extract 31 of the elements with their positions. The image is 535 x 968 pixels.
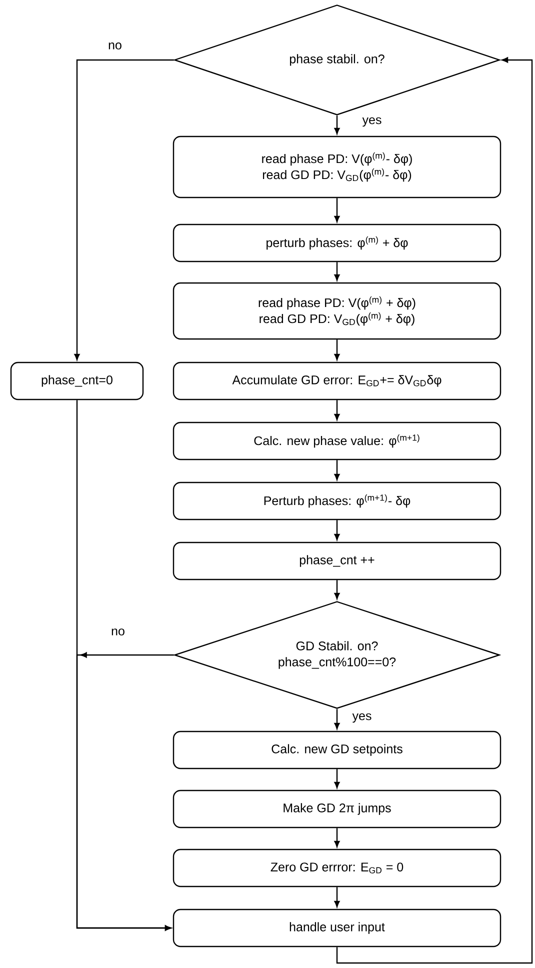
- process-box: read phase PD: V(φ$^{(m)}$- δφ) read GD PD: V$_{GD}$(φ$^{(m)}$- δφ): [172, 136, 502, 198]
- edge-label: yes: [361, 116, 383, 128]
- arrow: [334, 828, 340, 848]
- edge-label: yes: [351, 712, 373, 724]
- arrow: [334, 580, 340, 600]
- process-box: phase_cnt ++: [172, 542, 502, 580]
- process-box: Perturb phases: φ$^{(m+1)}$- δφ: [172, 482, 502, 520]
- edge-label: no: [107, 42, 123, 50]
- process-box: perturb phases: φ$^{(m)}$ + δφ: [172, 224, 502, 262]
- edge-label: no: [110, 628, 126, 636]
- process-box: Accumulate GD error: E$_{GD}$+= δV$_{GD}$δφ: [172, 362, 502, 400]
- process-box: handle user input: [172, 908, 502, 948]
- arrow: [334, 262, 340, 281]
- process-box: read phase PD: V(φ$^{(m)}$ + δφ) read GD PD: V$_{GD}$(φ$^{(m)}$ + δφ): [172, 282, 502, 340]
- arrow: [334, 116, 340, 134]
- process-box: Calc. new GD setpoints: [172, 730, 502, 770]
- arrow: [336, 57, 533, 964]
- arrow: [334, 340, 340, 360]
- process-box: phase_cnt=0: [10, 362, 144, 400]
- arrow: [334, 887, 340, 908]
- process-box: Make GD 2π jumps: [172, 790, 502, 828]
- process-box: Calc. new phase value: φ$^{(m+1)}$: [172, 422, 502, 460]
- arrow: [334, 400, 340, 420]
- arrow: [334, 460, 340, 480]
- arrow: [74, 59, 174, 360]
- arrow: [334, 520, 340, 540]
- process-box: Zero GD errror: E$_{GD}$ = 0: [172, 848, 502, 888]
- arrow: [334, 709, 340, 730]
- arrow: [334, 769, 340, 788]
- arrow: [334, 198, 340, 222]
- arrow: [76, 652, 174, 931]
